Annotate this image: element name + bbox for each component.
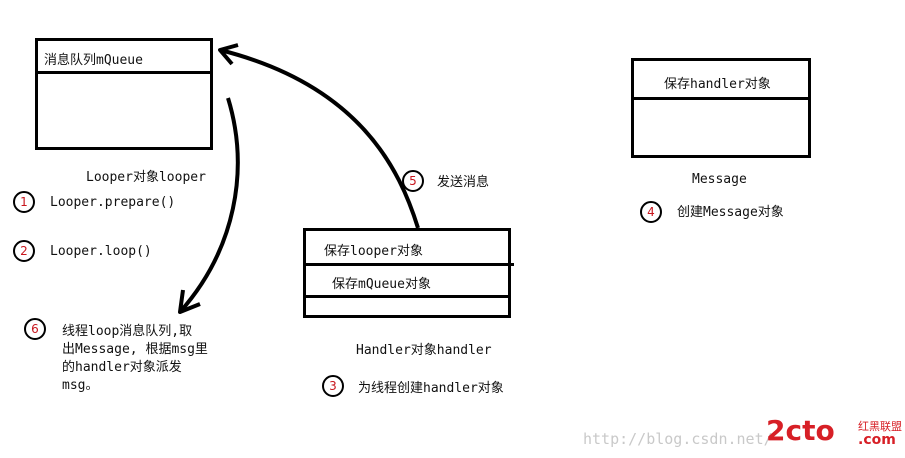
step-6-line-1: 线程loop消息队列,取: [62, 324, 193, 339]
message-queue-title: 消息队列mQueue: [44, 53, 143, 68]
message-box-divider: [634, 97, 808, 100]
loop-dispatch-arrow: [178, 97, 240, 314]
step-1-badge: 1: [13, 191, 35, 213]
step-4-text: 创建Message对象: [677, 205, 784, 220]
step-5-text: 发送消息: [437, 175, 490, 190]
send-message-arrow: [219, 48, 420, 229]
step-6-line-2: 出Message, 根据msg里: [62, 342, 208, 357]
handler-label: Handler对象handler: [356, 343, 492, 358]
message-box-title: 保存handler对象: [664, 77, 771, 92]
handler-row-looper: 保存looper对象: [324, 244, 423, 259]
looper-label: Looper对象looper: [86, 170, 206, 185]
step-3-text: 为线程创建handler对象: [358, 381, 504, 396]
handler-divider-1: [306, 263, 514, 266]
message-box: 保存handler对象: [631, 58, 811, 158]
watermark-logo: 2cto: [766, 414, 835, 447]
step-3-badge: 3: [322, 375, 344, 397]
watermark-logo-cn: 红黑联盟: [858, 420, 902, 433]
send-message-arrowhead: [218, 43, 239, 66]
step-2-badge: 2: [13, 240, 35, 262]
watermark-logo-suffix: .com: [858, 432, 896, 448]
message-queue-box: 消息队列mQueue: [35, 38, 213, 150]
handler-box: 保存looper对象 保存mQueue对象: [303, 228, 514, 318]
step-6-badge: 6: [24, 318, 46, 340]
step-5-badge: 5: [402, 170, 424, 192]
loop-dispatch-arrowhead: [178, 289, 201, 314]
handler-divider-2: [306, 295, 508, 298]
step-6-line-3: 的handler对象派发: [62, 360, 182, 375]
message-queue-divider: [38, 71, 210, 74]
watermark-url: http://blog.csdn.net/: [583, 430, 773, 448]
step-6-line-4: msg。: [62, 378, 99, 393]
step-2-text: Looper.loop(): [50, 244, 152, 259]
handler-row-mqueue: 保存mQueue对象: [332, 277, 431, 292]
step-4-badge: 4: [640, 201, 662, 223]
step-6-text: 线程loop消息队列,取 出Message, 根据msg里 的handler对象…: [62, 323, 252, 395]
message-label: Message: [692, 172, 747, 187]
step-1-text: Looper.prepare(): [50, 195, 176, 210]
